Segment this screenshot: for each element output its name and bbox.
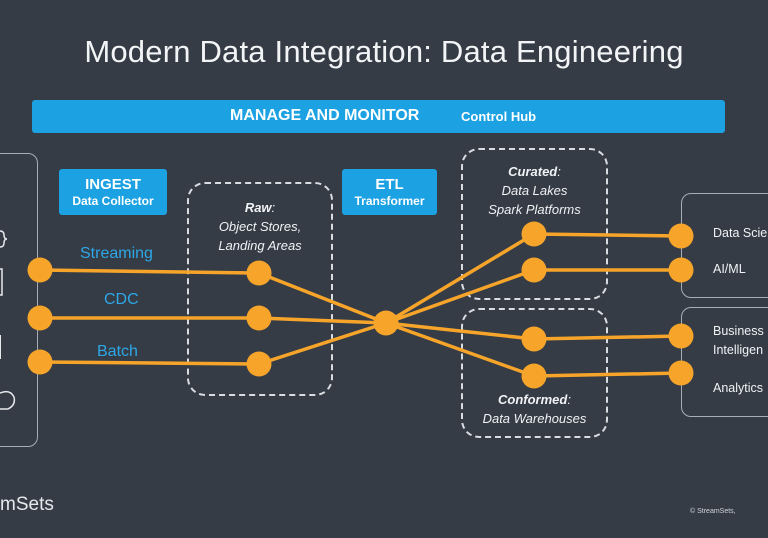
source-icons (0, 230, 16, 410)
etl-tag: ETL Transformer (342, 169, 437, 215)
conformed-description: Conformed: Data Warehouses (464, 390, 605, 428)
raw-description: Raw: Object Stores, Landing Areas (190, 198, 330, 255)
brace-icon (0, 230, 8, 248)
raw-heading: Raw (244, 200, 272, 215)
node-raw-3 (246, 351, 272, 377)
transformer-label: Transformer (354, 194, 425, 208)
pipe-conformed2-analytics (532, 371, 683, 378)
node-dest-ds (668, 223, 694, 249)
node-curated-1 (521, 221, 547, 247)
sources-box (0, 153, 38, 447)
dest-analytics: Analytics (713, 381, 764, 395)
curated-heading: Curated (508, 164, 558, 179)
node-dest-analytics (668, 360, 694, 386)
etl-label: ETL (375, 176, 404, 193)
dest-bi-line1: Business (713, 324, 764, 338)
dest-aiml: AI/ML (713, 262, 746, 276)
flow-label-streaming: Streaming (80, 245, 153, 262)
ingest-tag: INGEST Data Collector (59, 169, 167, 215)
conformed-line1: Data Warehouses (482, 411, 587, 426)
node-conformed-2 (521, 363, 547, 389)
node-source-cdc (27, 305, 53, 331)
pipe-etl-curated1 (384, 232, 536, 325)
control-hub-label: Control Hub (461, 109, 537, 124)
data-collector-label: Data Collector (72, 194, 154, 208)
node-curated-2 (521, 257, 547, 283)
database-icon (0, 335, 1, 359)
device-icon (0, 268, 3, 296)
pipe-raw3-etl (257, 321, 388, 366)
pipe-conformed1-bi (532, 334, 683, 341)
curated-description: Curated: Data Lakes Spark Platforms (464, 162, 605, 219)
conformed-heading: Conformed (498, 392, 568, 407)
node-etl (373, 310, 399, 336)
ingest-label: INGEST (85, 176, 141, 193)
pipe-etl-conformed1 (384, 321, 536, 341)
node-conformed-1 (521, 326, 547, 352)
pipe-curated1-ds (532, 232, 683, 238)
dest-bi-line2: Intelligen (713, 343, 764, 357)
raw-store-box (187, 182, 333, 396)
manage-monitor-bar: MANAGE AND MONITOR Control Hub (32, 100, 725, 133)
copyright-notice: © StreamSets, (690, 508, 736, 515)
page-title: Modern Data Integration: Data Engineerin… (84, 34, 684, 69)
raw-line1: Object Stores, (218, 219, 302, 234)
elephant-icon (0, 390, 16, 410)
pipe-streaming (38, 268, 261, 275)
dest-data-science: Data Scie (713, 226, 768, 240)
flow-label-batch: Batch (97, 343, 138, 360)
pipe-etl-curated2 (384, 268, 536, 325)
flow-label-cdc: CDC (104, 291, 139, 308)
node-source-batch (27, 349, 53, 375)
node-dest-bi (668, 323, 694, 349)
dest-business-intelligence: Business Intelligen (713, 322, 764, 360)
pipe-etl-conformed2 (384, 321, 536, 378)
node-dest-aiml (668, 257, 694, 283)
pipe-raw2-etl (257, 316, 388, 325)
pipe-batch (38, 360, 261, 366)
raw-line2: Landing Areas (218, 238, 302, 253)
curated-line2: Spark Platforms (488, 202, 581, 217)
pipe-raw1-etl (257, 271, 388, 325)
node-raw-2 (246, 305, 272, 331)
curated-store-box (461, 148, 608, 300)
curated-line1: Data Lakes (501, 183, 568, 198)
manage-label: MANAGE AND MONITOR (230, 107, 420, 124)
streamsets-logo: mSets (0, 494, 54, 515)
node-raw-1 (246, 260, 272, 286)
node-source-streaming (27, 257, 53, 283)
